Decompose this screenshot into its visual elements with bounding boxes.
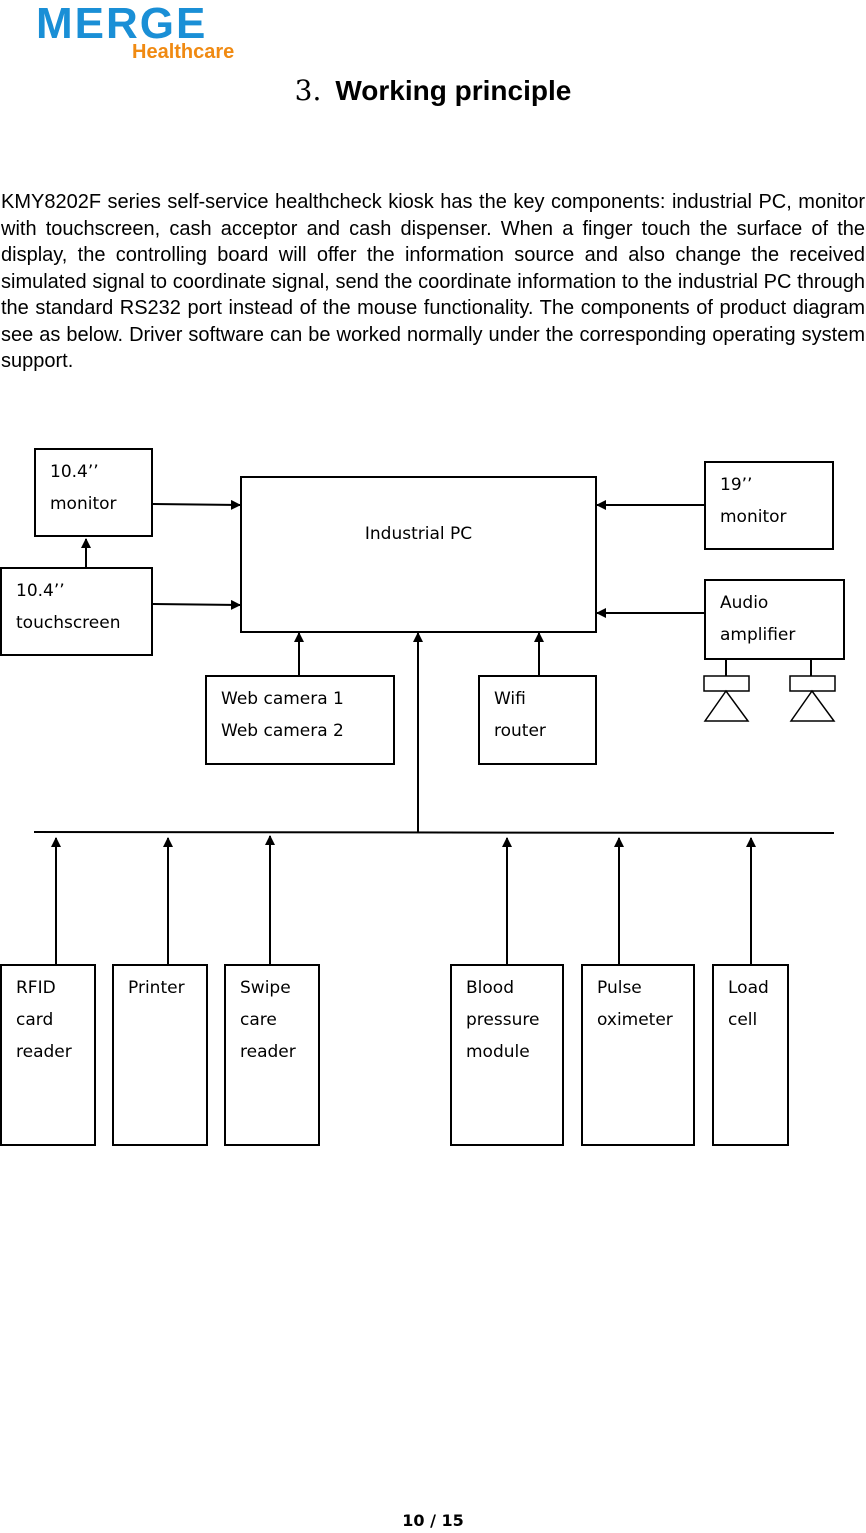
box-audio-amplifier: Audio amplifier bbox=[704, 579, 845, 660]
box-monitor-large: 19’’ monitor bbox=[704, 461, 834, 550]
speaker-left-cone-icon bbox=[703, 689, 750, 722]
speaker-right-cone-icon bbox=[789, 689, 836, 722]
component-diagram: 10.4’’ monitor 10.4’’ touchscreen Indust… bbox=[0, 440, 866, 1160]
page-number: 10 / 15 bbox=[402, 1511, 464, 1530]
speaker-icons bbox=[703, 675, 836, 722]
section-title: Working principle bbox=[335, 75, 572, 106]
box-printer: Printer bbox=[112, 964, 208, 1146]
box-pulse-oximeter: Pulse oximeter bbox=[581, 964, 695, 1146]
box-wifi-router: Wifi router bbox=[478, 675, 597, 765]
logo-brand-text: MERGE bbox=[36, 0, 207, 48]
speaker-right-icon bbox=[789, 675, 836, 692]
section-heading: 3. Working principle bbox=[0, 74, 866, 107]
diagram-connectors bbox=[33, 499, 836, 964]
box-swipe-reader: Swipe care reader bbox=[224, 964, 320, 1146]
merge-healthcare-logo: MERGE Healthcare bbox=[36, 0, 286, 63]
body-paragraph: KMY8202F series self-service healthcheck… bbox=[1, 191, 865, 372]
box-touchscreen: 10.4’’ touchscreen bbox=[0, 567, 153, 656]
box-industrial-pc: Industrial PC bbox=[240, 476, 597, 633]
box-rfid-reader: RFID card reader bbox=[0, 964, 96, 1146]
box-monitor-small: 10.4’’ monitor bbox=[34, 448, 153, 537]
section-number: 3. bbox=[294, 74, 322, 107]
speaker-left-icon bbox=[703, 675, 750, 692]
logo-sub-text: Healthcare bbox=[132, 41, 234, 62]
box-web-camera: Web camera 1 Web camera 2 bbox=[205, 675, 395, 765]
box-load-cell: Load cell bbox=[712, 964, 789, 1146]
box-blood-pressure: Blood pressure module bbox=[450, 964, 564, 1146]
